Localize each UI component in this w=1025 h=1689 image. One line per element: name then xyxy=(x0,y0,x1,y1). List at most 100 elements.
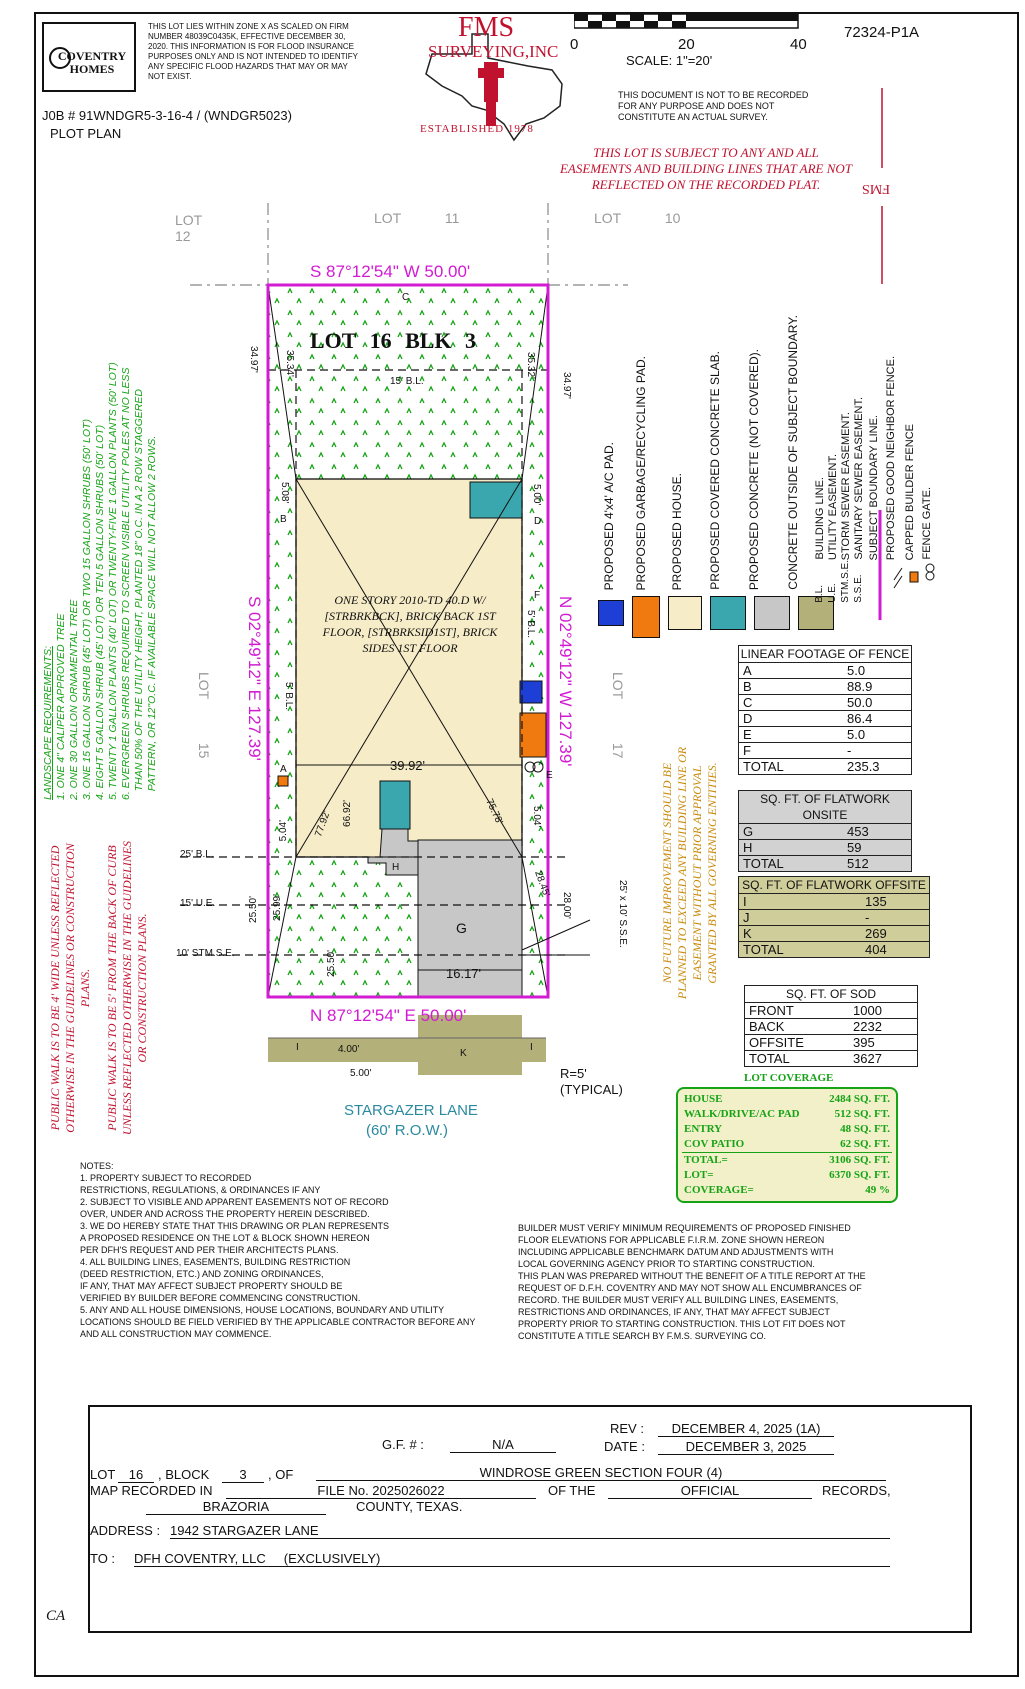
dim-3534: 35.34' xyxy=(284,350,295,377)
driveway-g xyxy=(417,839,523,998)
label-i-right: I xyxy=(530,1042,533,1053)
walk-notes: PUBLIC WALK IS TO BE 4' WIDE UNLESS REFL… xyxy=(48,838,158,1138)
records-label: RECORDS, xyxy=(822,1483,891,1498)
house-description: ONE STORY 2010-TD 40.D W/ [STRBRKBCK], B… xyxy=(322,593,498,655)
landscape-line: 2. ONE 30 GALLON ORNAMENTAL TREE xyxy=(68,599,80,800)
offsite-drive-k xyxy=(418,1015,522,1075)
dim-2550-left: 25.50' xyxy=(248,896,259,923)
gf-label: G.F. # : xyxy=(382,1437,424,1452)
bearing-left: S 02°49'12" E 127.39' xyxy=(245,596,264,761)
builder-note-line: LOCAL GOVERNING AGENCY PRIOR TO STARTING… xyxy=(518,1259,815,1269)
table-row: J- xyxy=(739,910,929,926)
landscape-line: 4. EIGHT 5 GALLON SHRUB (45' LOT) OR TEN… xyxy=(94,424,106,800)
label-c: C xyxy=(402,292,410,303)
dim-3532: 35.32' xyxy=(525,352,536,379)
lot11-label: LOT 11 xyxy=(374,210,460,226)
date-value: DECEMBER 3, 2025 xyxy=(658,1439,834,1455)
street-row: (60' R.O.W.) xyxy=(366,1122,449,1139)
swatch-garbage xyxy=(632,596,660,638)
coventry-logo-text: COVENTRY HOMES xyxy=(57,49,127,76)
covered-entry xyxy=(379,780,411,830)
scale-twenty: 20 xyxy=(678,36,695,53)
rev-label: REV : xyxy=(610,1421,644,1436)
walk-4ft-note: PUBLIC WALK IS TO BE 4' WIDE UNLESS REFL… xyxy=(48,843,92,1133)
legend: PROPOSED 4'x4' A/C PAD. PROPOSED GARBAGE… xyxy=(598,315,918,640)
builder-note-line: CONSTITUTE A TITLE SEARCH BY F.M.S. SURV… xyxy=(518,1331,767,1341)
typical-label: (TYPICAL) xyxy=(560,1082,623,1097)
lot12-label: LOT 12 xyxy=(175,212,202,244)
lot-value: 16 xyxy=(118,1467,154,1483)
landscape-line: 1. ONE 4" CALIPER APPROVED TREE xyxy=(55,613,67,800)
lot-coverage-title: LOT COVERAGE xyxy=(744,1072,834,1084)
swatch-ac xyxy=(598,600,624,626)
lot15-label: LOT 15 xyxy=(196,672,212,759)
note-line: 4. ALL BUILDING LINES, EASEMENTS, BUILDI… xyxy=(80,1257,351,1267)
fms-title: FMS xyxy=(458,12,515,43)
of-the-label: OF THE xyxy=(548,1483,596,1498)
fence-gate-a xyxy=(277,775,289,787)
builder-note-line: RESTRICTIONS AND ORDINANCES, IF ANY, THA… xyxy=(518,1307,830,1317)
fms-subtitle: SURVEYING,INC xyxy=(428,42,559,61)
legend-item-garbage: PROPOSED GARBAGE/RECYCLING PAD. xyxy=(634,355,649,591)
stmse10-label: 10' STM.S.E. xyxy=(176,948,235,959)
street-name: STARGAZER LANE xyxy=(344,1102,478,1119)
block-value: 3 xyxy=(222,1467,264,1483)
drawing-id: 72324-P1A xyxy=(844,24,920,41)
note-line: 3. WE DO HEREBY STATE THAT THIS DRAWING … xyxy=(80,1221,390,1231)
builder-note-line: RECORD. THE BUILDER MUST VERIFY ALL BUIL… xyxy=(518,1295,839,1305)
sse-label: 25' x 10' S.S.E. xyxy=(617,880,628,948)
lot-title: LOT 16 BLK 3 xyxy=(310,328,477,353)
legend-item-ac: PROPOSED 4'x4' A/C PAD. xyxy=(602,441,617,590)
ue15-label: 15' U.E. xyxy=(180,898,216,909)
address-label: ADDRESS : xyxy=(90,1523,161,1538)
bl15-label: 15' B.L. xyxy=(390,376,424,387)
hydrant-base xyxy=(486,102,496,126)
hydrant-arms xyxy=(478,68,504,78)
note-line: IF ANY, THAT MAY AFFECT SUBJECT PROPERTY… xyxy=(80,1281,343,1291)
dim-400: 4.00' xyxy=(338,1044,360,1055)
fms-texas-logo xyxy=(425,33,563,142)
official-label: OFFICIAL xyxy=(608,1483,812,1499)
swatch-house xyxy=(668,596,702,630)
coventry-logo-mark xyxy=(49,47,71,69)
flood-zone-note: THIS LOT LIES WITHIN ZONE X AS SCALED ON… xyxy=(148,22,358,81)
lot10-label: LOT 10 xyxy=(594,210,681,226)
ac-pad xyxy=(519,680,543,704)
to-value: DFH COVENTRY, LLC (EXCLUSIVELY) xyxy=(134,1551,890,1567)
note-line: PER DFH'S REQUEST AND PER THEIR ARCHITEC… xyxy=(80,1245,339,1255)
builder-notes: BUILDER MUST VERIFY MINIMUM REQUIREMENTS… xyxy=(518,1222,918,1342)
fms-mark-line xyxy=(881,88,883,284)
line-legend: BUILDING LINE. UTILITY EASEMENT. STORM S… xyxy=(814,280,944,640)
landscape-line: THAN 50% OF THE UTILITY HEIGHT, PLANTED … xyxy=(133,389,145,800)
bl5-right: 5' B.L. xyxy=(525,610,536,639)
legend-item-covered: PROPOSED COVERED CONCRETE SLAB. xyxy=(707,351,722,590)
lot-label: LOT xyxy=(90,1467,116,1482)
dim-3992: 39.92' xyxy=(390,758,426,773)
file-number: FILE No. 2025026022 xyxy=(226,1483,536,1499)
table-row: COVERAGE=49 % xyxy=(684,1184,890,1196)
flatwork-onsite-title: SQ. FT. OF FLATWORK ONSITE xyxy=(739,791,911,824)
dim-1617: 16.17' xyxy=(446,966,482,981)
landscape-line: 6. EVERGREEN SHRUBS REQUIRED TO SCREEN V… xyxy=(120,367,132,800)
lot-plan xyxy=(180,203,628,1075)
swatch-concrete xyxy=(754,596,790,630)
legend-abbrev: STM.S.E. xyxy=(840,560,851,603)
note-line: AND ALL CONSTRUCTION MAY COMMENCE. xyxy=(80,1329,272,1339)
dim-504-right: 5.04' xyxy=(531,806,542,828)
scale-forty: 40 xyxy=(790,36,807,53)
notes: NOTES: 1. PROPERTY SUBJECT TO RECORDED R… xyxy=(80,1160,510,1340)
legend-item-house: PROPOSED HOUSE. xyxy=(669,472,684,590)
dim-2550-mid: 25.50' xyxy=(326,950,337,977)
